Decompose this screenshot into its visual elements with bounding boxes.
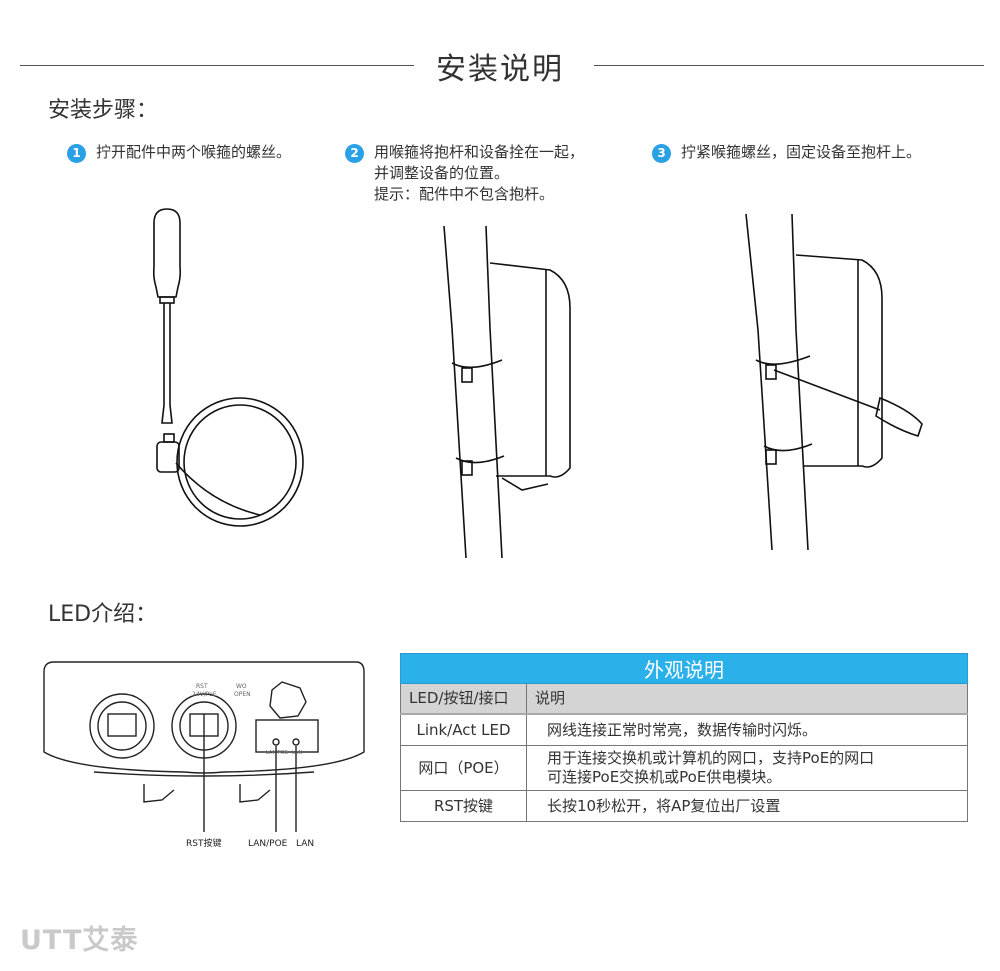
device-panel-illustration: RST 24V/PoE WO OPEN LAN/POE LAN RST按键 LA… [43, 661, 365, 849]
callout-lan-poe: LAN/POE [248, 839, 288, 849]
title-rule-right [594, 65, 984, 66]
panel-label-lan-poe-small: LAN/POE [266, 750, 288, 756]
step-1-line-1: 拧开配件中两个喉箍的螺丝。 [96, 143, 292, 161]
callout-lan: LAN [296, 839, 314, 849]
table-row: Link/Act LED 网线连接正常时常亮，数据传输时闪烁。 [400, 713, 968, 746]
table-row: 网口（POE） 用于连接交换机或计算机的网口，支持PoE的网口 可连接PoE交换… [400, 745, 968, 791]
table-header-row: LED/按钮/接口 说明 [400, 683, 968, 715]
table-cell-desc: 用于连接交换机或计算机的网口，支持PoE的网口 可连接PoE交换机或PoE供电模… [526, 745, 968, 791]
screwdriver-clamp-illustration [152, 208, 304, 527]
desc-line: 可连接PoE交换机或PoE供电模块。 [547, 768, 782, 786]
step-1: 1 拧开配件中两个喉箍的螺丝。 [67, 142, 291, 163]
brand-logo: UTT艾泰 [20, 925, 139, 956]
panel-label-wo: WO [236, 683, 247, 690]
table-cell-item: 网口（POE） [400, 745, 527, 791]
install-steps-heading: 安装步骤： [48, 98, 159, 123]
panel-label-rst: RST [196, 683, 208, 690]
table-title: 外观说明 [400, 653, 968, 684]
appearance-table: 外观说明 LED/按钮/接口 说明 Link/Act LED 网线连接正常时常亮… [400, 653, 968, 822]
step-number-badge: 1 [67, 144, 86, 163]
led-intro-heading: LED介绍： [48, 602, 158, 627]
table-cell-item: Link/Act LED [400, 713, 527, 746]
panel-label-lan-small: LAN [292, 750, 302, 756]
table-cell-item: RST按键 [400, 790, 527, 822]
page-title: 安装说明 [436, 52, 564, 87]
table-cell-desc: 网线连接正常时常亮，数据传输时闪烁。 [526, 713, 968, 746]
step-3: 3 拧紧喉箍螺丝，固定设备至抱杆上。 [652, 142, 921, 163]
step-2: 2 用喉箍将抱杆和设备拴在一起， 并调整设备的位置。 提示：配件中不包含抱杆。 [345, 142, 584, 205]
pole-mount-illustration [443, 225, 571, 559]
desc-line: 网线连接正常时常亮，数据传输时闪烁。 [547, 720, 818, 739]
panel-label-open: OPEN [234, 691, 251, 698]
table-row: RST按键 长按10秒松开，将AP复位出厂设置 [400, 790, 968, 822]
step-number-badge: 3 [652, 144, 671, 163]
callout-rst-button: RST按键 [186, 837, 221, 849]
desc-line: 用于连接交换机或计算机的网口，支持PoE的网口 [547, 749, 875, 767]
step-2-line-1: 用喉箍将抱杆和设备拴在一起， [374, 143, 585, 161]
desc-line: 长按10秒松开，将AP复位出厂设置 [547, 796, 781, 815]
title-rule-left [20, 65, 414, 66]
table-cell-desc: 长按10秒松开，将AP复位出厂设置 [526, 790, 968, 822]
table-header-item: LED/按钮/接口 [400, 683, 527, 715]
panel-label-poe: 24V/PoE [192, 691, 217, 698]
tighten-clamp-illustration [745, 213, 923, 551]
step-3-line-1: 拧紧喉箍螺丝，固定设备至抱杆上。 [681, 143, 922, 161]
step-2-line-2: 并调整设备的位置。 [374, 164, 510, 182]
step-number-badge: 2 [345, 144, 364, 163]
table-header-desc: 说明 [526, 683, 968, 715]
step-2-line-3: 提示：配件中不包含抱杆。 [374, 185, 555, 203]
